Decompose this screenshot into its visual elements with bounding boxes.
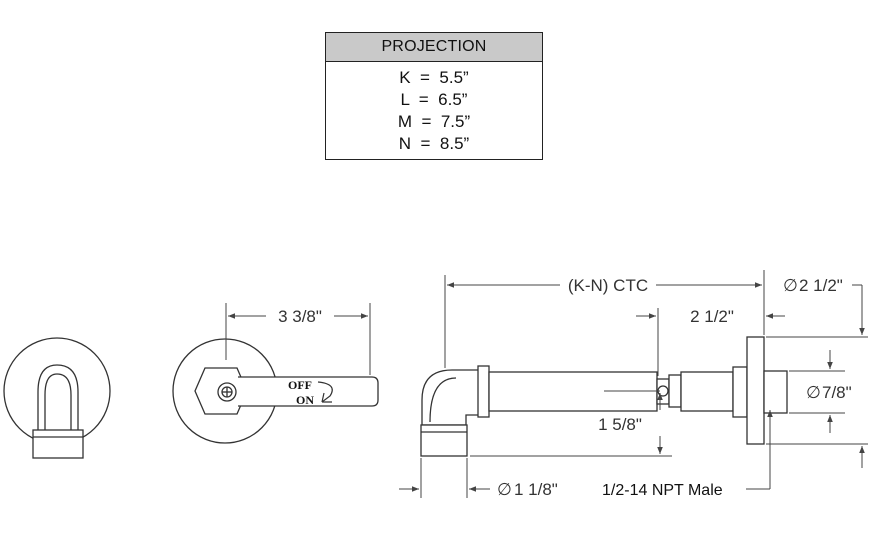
projection-row-m: M = 7.5” [397, 112, 471, 131]
projection-row-l: L = 6.5” [400, 90, 468, 109]
projection-table-body: K = 5.5” L = 6.5” M = 7.5” N = 8.5” [326, 62, 542, 159]
lever-on-label: ON [296, 393, 314, 407]
dim-flange-dia-text: 2 1/2" [799, 276, 843, 295]
dim-lever-length [225, 303, 371, 375]
dim-inlet-dia-text: 1 1/8" [514, 480, 558, 499]
lever-handle [238, 376, 379, 407]
front-view-collar [32, 429, 84, 459]
projection-row-n: N = 8.5” [398, 134, 470, 153]
projection-row-k: K = 5.5” [399, 68, 469, 87]
dim-ctc [444, 270, 765, 368]
wall-flange [746, 336, 765, 445]
dim-flange-dia-symbol: ∅ [783, 276, 798, 295]
dim-lever-length-text: 3 3/8" [278, 307, 322, 326]
dim-inlet-dia-symbol: ∅ [497, 480, 512, 499]
dim-spout-rise [470, 390, 672, 457]
projection-table-header: PROJECTION [326, 33, 542, 62]
thread-note-leader [746, 410, 773, 490]
dim-flange-dia [766, 284, 868, 468]
projection-table: PROJECTION K = 5.5” L = 6.5” M = 7.5” N … [325, 32, 543, 160]
dim-flange-offset [636, 308, 785, 376]
side-view [420, 336, 788, 457]
dim-inlet-dia [399, 458, 490, 498]
dim-outlet-dia-text: 7/8" [822, 383, 852, 402]
threaded-shank [763, 370, 788, 414]
dim-outlet-dia [789, 350, 845, 433]
dim-flange-offset-text: 2 1/2" [690, 307, 734, 326]
dim-spout-rise-text: 1 5/8" [598, 415, 642, 434]
rotate-arrow-icon [317, 381, 333, 403]
inlet-collar [420, 424, 468, 457]
dim-ctc-text: (K-N) CTC [568, 276, 648, 295]
valve-body [680, 371, 734, 412]
dim-outlet-dia-symbol: ∅ [806, 383, 821, 402]
front-view-spout [37, 364, 79, 430]
top-view [172, 338, 379, 444]
lever-off-label: OFF [288, 378, 312, 392]
front-view [3, 337, 111, 459]
thread-note-text: 1/2-14 NPT Male [602, 482, 723, 499]
